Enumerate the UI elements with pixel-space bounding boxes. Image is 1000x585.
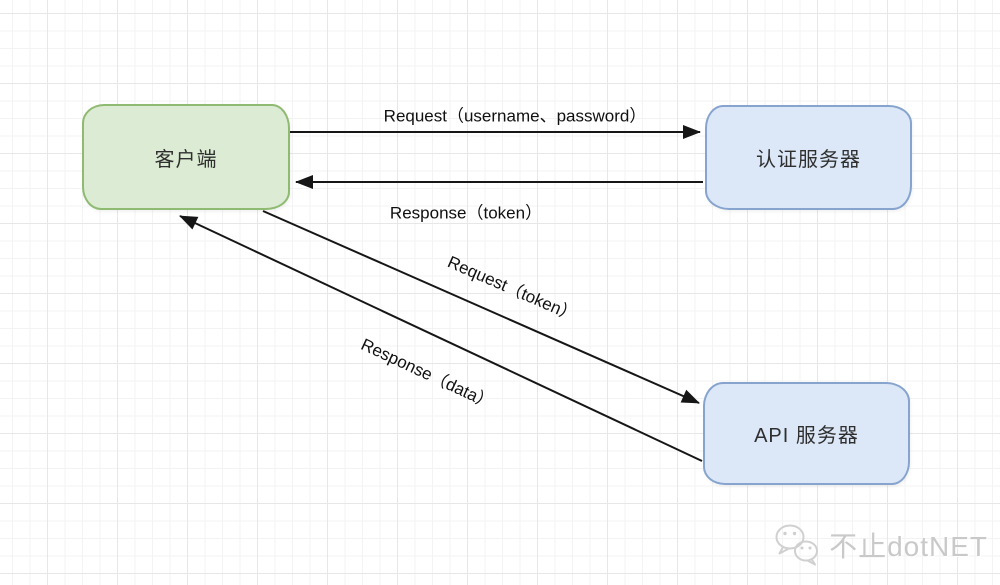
watermark: 不止dotNET bbox=[772, 522, 988, 568]
edge-label-response-data: Response（data） bbox=[358, 334, 497, 413]
arrow-request-token bbox=[262, 210, 700, 404]
edge-label-request-token: Request（token） bbox=[444, 252, 580, 326]
node-auth-server-label: 认证服务器 bbox=[756, 149, 861, 171]
edge-label-response-token: Response（token） bbox=[389, 203, 543, 223]
node-client-label: 客户端 bbox=[154, 148, 218, 171]
node-client: 客户端 bbox=[82, 104, 290, 210]
wechat-icon bbox=[772, 522, 822, 568]
node-api-server-label: API 服务器 bbox=[754, 425, 859, 447]
node-api-server: API 服务器 bbox=[703, 382, 910, 485]
watermark-text: 不止dotNET bbox=[829, 531, 988, 562]
edge-label-request-credentials: Request（username、password） bbox=[383, 106, 647, 126]
node-auth-server: 认证服务器 bbox=[705, 105, 912, 210]
arrow-response-data bbox=[179, 215, 703, 462]
